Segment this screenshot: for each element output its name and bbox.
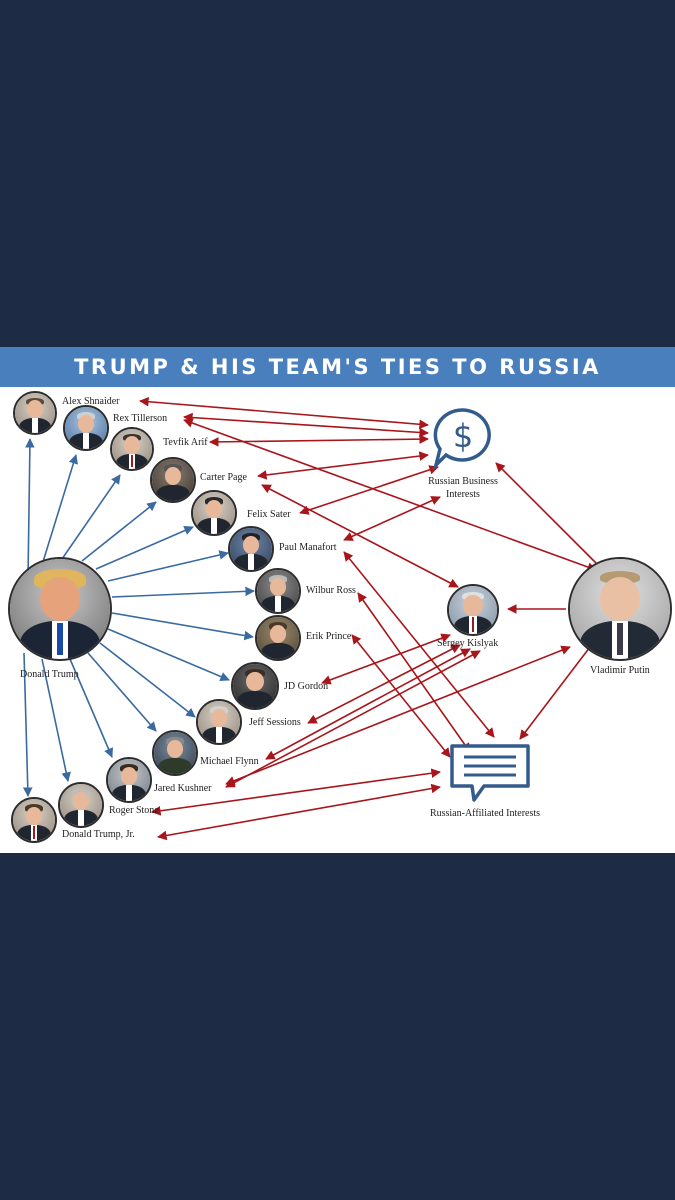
arrow-trump-to-manafort	[107, 550, 229, 582]
arrow-trumpjr-affiliated	[157, 783, 441, 841]
message-speech-bubble-icon	[448, 742, 534, 806]
arrow-manafort-business	[343, 496, 441, 541]
arrow-trump-to-kushner	[69, 658, 114, 758]
diagram-title: TRUMP & HIS TEAM'S TIES TO RUSSIA	[74, 355, 601, 379]
avatar-carter-page	[150, 457, 196, 503]
russian-affiliated-interests-label: Russian-Affiliated Interests	[429, 808, 541, 819]
avatar-donald-trump-jr	[11, 797, 57, 843]
arrow-trump-to-tillerson	[41, 454, 79, 566]
arrow-trump-to-arif	[61, 474, 121, 560]
avatar-jared-kushner	[106, 757, 152, 803]
label-paul-manafort: Paul Manafort	[279, 542, 337, 553]
label-felix-sater: Felix Sater	[247, 509, 291, 520]
arrow-trump-to-stone	[41, 658, 71, 782]
arrow-putin-affiliated	[519, 646, 591, 740]
arrow-sater-business	[299, 465, 439, 515]
avatar-felix-sater	[191, 490, 237, 536]
arrow-trump-to-shnaider	[25, 438, 35, 580]
label-vladimir-putin: Vladimir Putin	[590, 665, 650, 676]
arrow-trump-to-ross	[111, 586, 255, 598]
label-michael-flynn: Michael Flynn	[200, 756, 259, 767]
arrow-trump-to-sater	[95, 526, 194, 570]
diagram-panel: TRUMP & HIS TEAM'S TIES TO RUSSIA $ Russ…	[0, 347, 675, 853]
avatar-erik-prince	[255, 615, 301, 661]
arrow-trump-to-prince	[111, 612, 254, 641]
avatar-wilbur-ross	[255, 568, 301, 614]
avatar-vladimir-putin	[568, 557, 672, 661]
label-sergey-kislyak: Sergey Kislyak	[437, 638, 499, 649]
connection-arrows	[22, 396, 597, 841]
avatar-roger-stone	[58, 782, 104, 828]
label-donald-trump-jr: Donald Trump, Jr.	[62, 829, 135, 840]
avatar-jeff-sessions	[196, 699, 242, 745]
arrow-trump-to-flynn	[87, 652, 157, 732]
avatar-rex-tillerson	[63, 405, 109, 451]
arrow-trump-to-trumpjr	[22, 652, 33, 797]
arrow-tillerson-business	[183, 412, 429, 438]
arrow-sessions-kislyak	[307, 644, 461, 724]
label-carter-page: Carter Page	[200, 472, 247, 483]
arrow-trump-to-page	[81, 501, 157, 562]
label-jd-gordon: JD Gordon	[284, 681, 329, 692]
avatar-alex-shnaider	[13, 391, 57, 435]
russia-connection-arrows	[139, 396, 597, 841]
label-alex-shnaider: Alex Shnaider	[62, 396, 120, 407]
arrow-trump-to-gordon	[107, 628, 230, 682]
arrow-shnaider-business	[139, 396, 429, 430]
label-tevfik-arif: Tevfik Arif	[163, 437, 208, 448]
russian-business-interests-label: Russian Business Interests	[428, 476, 498, 500]
label-erik-prince: Erik Prince	[306, 631, 352, 642]
label-jared-kushner: Jared Kushner	[154, 783, 212, 794]
avatar-tevfik-arif	[110, 427, 154, 471]
arrow-page-business	[257, 451, 429, 480]
label-roger-stone: Roger Stone	[109, 805, 159, 816]
arrow-putin-business	[495, 462, 597, 564]
avatar-michael-flynn	[152, 730, 198, 776]
avatar-sergey-kislyak	[447, 584, 499, 636]
title-banner: TRUMP & HIS TEAM'S TIES TO RUSSIA	[0, 347, 675, 387]
svg-text:$: $	[453, 417, 473, 455]
dollar-speech-bubble-icon: $	[430, 405, 496, 471]
label-wilbur-ross: Wilbur Ross	[306, 585, 356, 596]
avatar-donald-trump	[8, 557, 112, 661]
label-donald-trump: Donald Trump	[20, 669, 79, 680]
avatar-jd-gordon	[231, 662, 279, 710]
arrow-kushner-putin	[225, 645, 571, 786]
arrow-trump-to-sessions	[99, 642, 196, 718]
label-jeff-sessions: Jeff Sessions	[249, 717, 301, 728]
arrow-arif-business	[209, 434, 429, 447]
trump-connection-arrows	[22, 438, 255, 797]
avatar-paul-manafort	[228, 526, 274, 572]
label-rex-tillerson: Rex Tillerson	[113, 413, 168, 424]
